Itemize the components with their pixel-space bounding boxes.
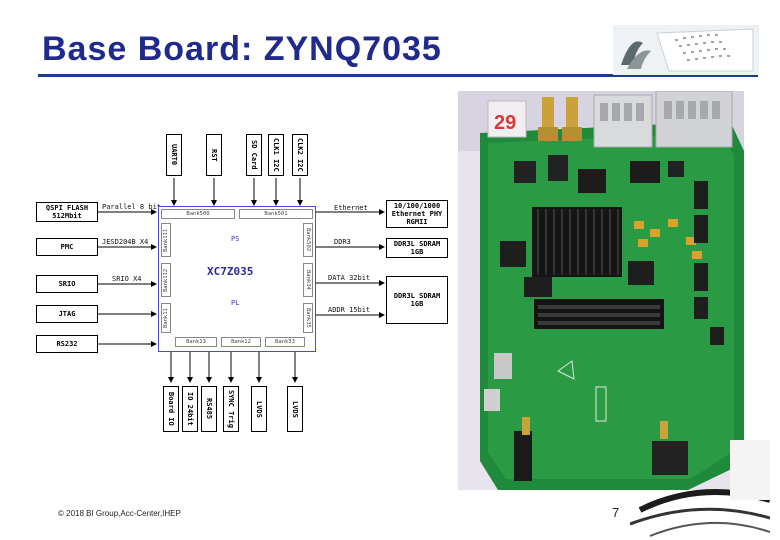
diagram-arrows xyxy=(98,178,385,383)
clk2-i2c-block: CLK2 I2C xyxy=(292,134,308,176)
slide-title: Base Board: ZYNQ7035 xyxy=(42,30,442,68)
rs485-block: RS485 xyxy=(201,386,217,432)
io-24bit-block: IO 24bit xyxy=(182,386,198,432)
bank-bottom-1: Bank12 xyxy=(221,337,261,347)
signal-jesd: JESD204B X4 xyxy=(102,238,149,246)
signal-ethernet: Ethernet xyxy=(334,204,368,212)
rs232-block: RS232 xyxy=(36,335,98,353)
ethernet-phy-block: 10/100/1000 Ethernet PHY RGMII xyxy=(386,200,448,228)
sync-trig-block: SYNC Trig xyxy=(223,386,239,432)
swoosh-graphic xyxy=(629,440,771,537)
uart0-block: UART0 xyxy=(166,134,182,176)
clk1-i2c-block: CLK1 I2C xyxy=(268,134,284,176)
jtag-block: JTAG xyxy=(36,305,98,323)
srio-block: SRIO xyxy=(36,275,98,293)
logo-graphic xyxy=(613,25,759,75)
bank-right-0: Bank502 xyxy=(303,223,313,257)
bank-left-2: Bank11 xyxy=(161,303,171,333)
signal-parallel: Parallel 8 bit xyxy=(102,203,162,211)
ps-label: PS xyxy=(231,235,240,243)
lvds-block-1: LVDS xyxy=(251,386,267,432)
pl-label: PL xyxy=(231,299,240,307)
pmc-block: PMC xyxy=(36,238,98,256)
bank-right-1: Bank34 xyxy=(303,263,313,297)
decorative-swoosh xyxy=(629,440,771,540)
rst-block: RST xyxy=(206,134,222,176)
footer-copyright: © 2018 BI Group,Acc-Center,IHEP xyxy=(58,509,181,518)
page-number: 7 xyxy=(612,505,620,520)
bank-bottom-2: Bank33 xyxy=(265,337,305,347)
board-io-block: Board IO xyxy=(163,386,179,432)
bank-bottom-0: Bank13 xyxy=(175,337,217,347)
board-photo: 29 xyxy=(458,90,744,490)
qspi-flash-block: QSPI FLASH 512Mbit xyxy=(36,202,98,222)
board-sticker: 29 xyxy=(494,112,516,134)
bank-left-0: Bank111 xyxy=(161,223,171,257)
signal-srio: SRIO X4 xyxy=(112,275,142,283)
signal-ddr3: DDR3 xyxy=(334,238,351,246)
bank-right-2: Bank35 xyxy=(303,303,313,333)
title-underline xyxy=(38,74,758,77)
ddr3l-block-2: DDR3L SDRAM 1GB xyxy=(386,276,448,324)
bank-top-1: Bank501 xyxy=(239,209,313,219)
bank-top-0: Bank500 xyxy=(161,209,235,219)
block-diagram: UART0 RST SD Card CLK1 I2C CLK2 I2C QSPI… xyxy=(30,120,460,440)
sd-card-block: SD Card xyxy=(246,134,262,176)
bank-left-1: Bank112 xyxy=(161,263,171,297)
ddr3l-block-1: DDR3L SDRAM 1GB xyxy=(386,238,448,258)
lvds-block-2: LVDS xyxy=(287,386,303,432)
chip-name: XC7Z035 xyxy=(207,265,254,278)
board-photo-graphic: 29 xyxy=(458,90,744,490)
zynq-chip: Bank500 Bank501 Bank111 Bank112 Bank11 B… xyxy=(158,206,316,352)
ihep-logo xyxy=(613,25,759,75)
signal-data: DATA 32bit xyxy=(328,274,371,282)
signal-addr: ADDR 15bit xyxy=(328,306,371,314)
